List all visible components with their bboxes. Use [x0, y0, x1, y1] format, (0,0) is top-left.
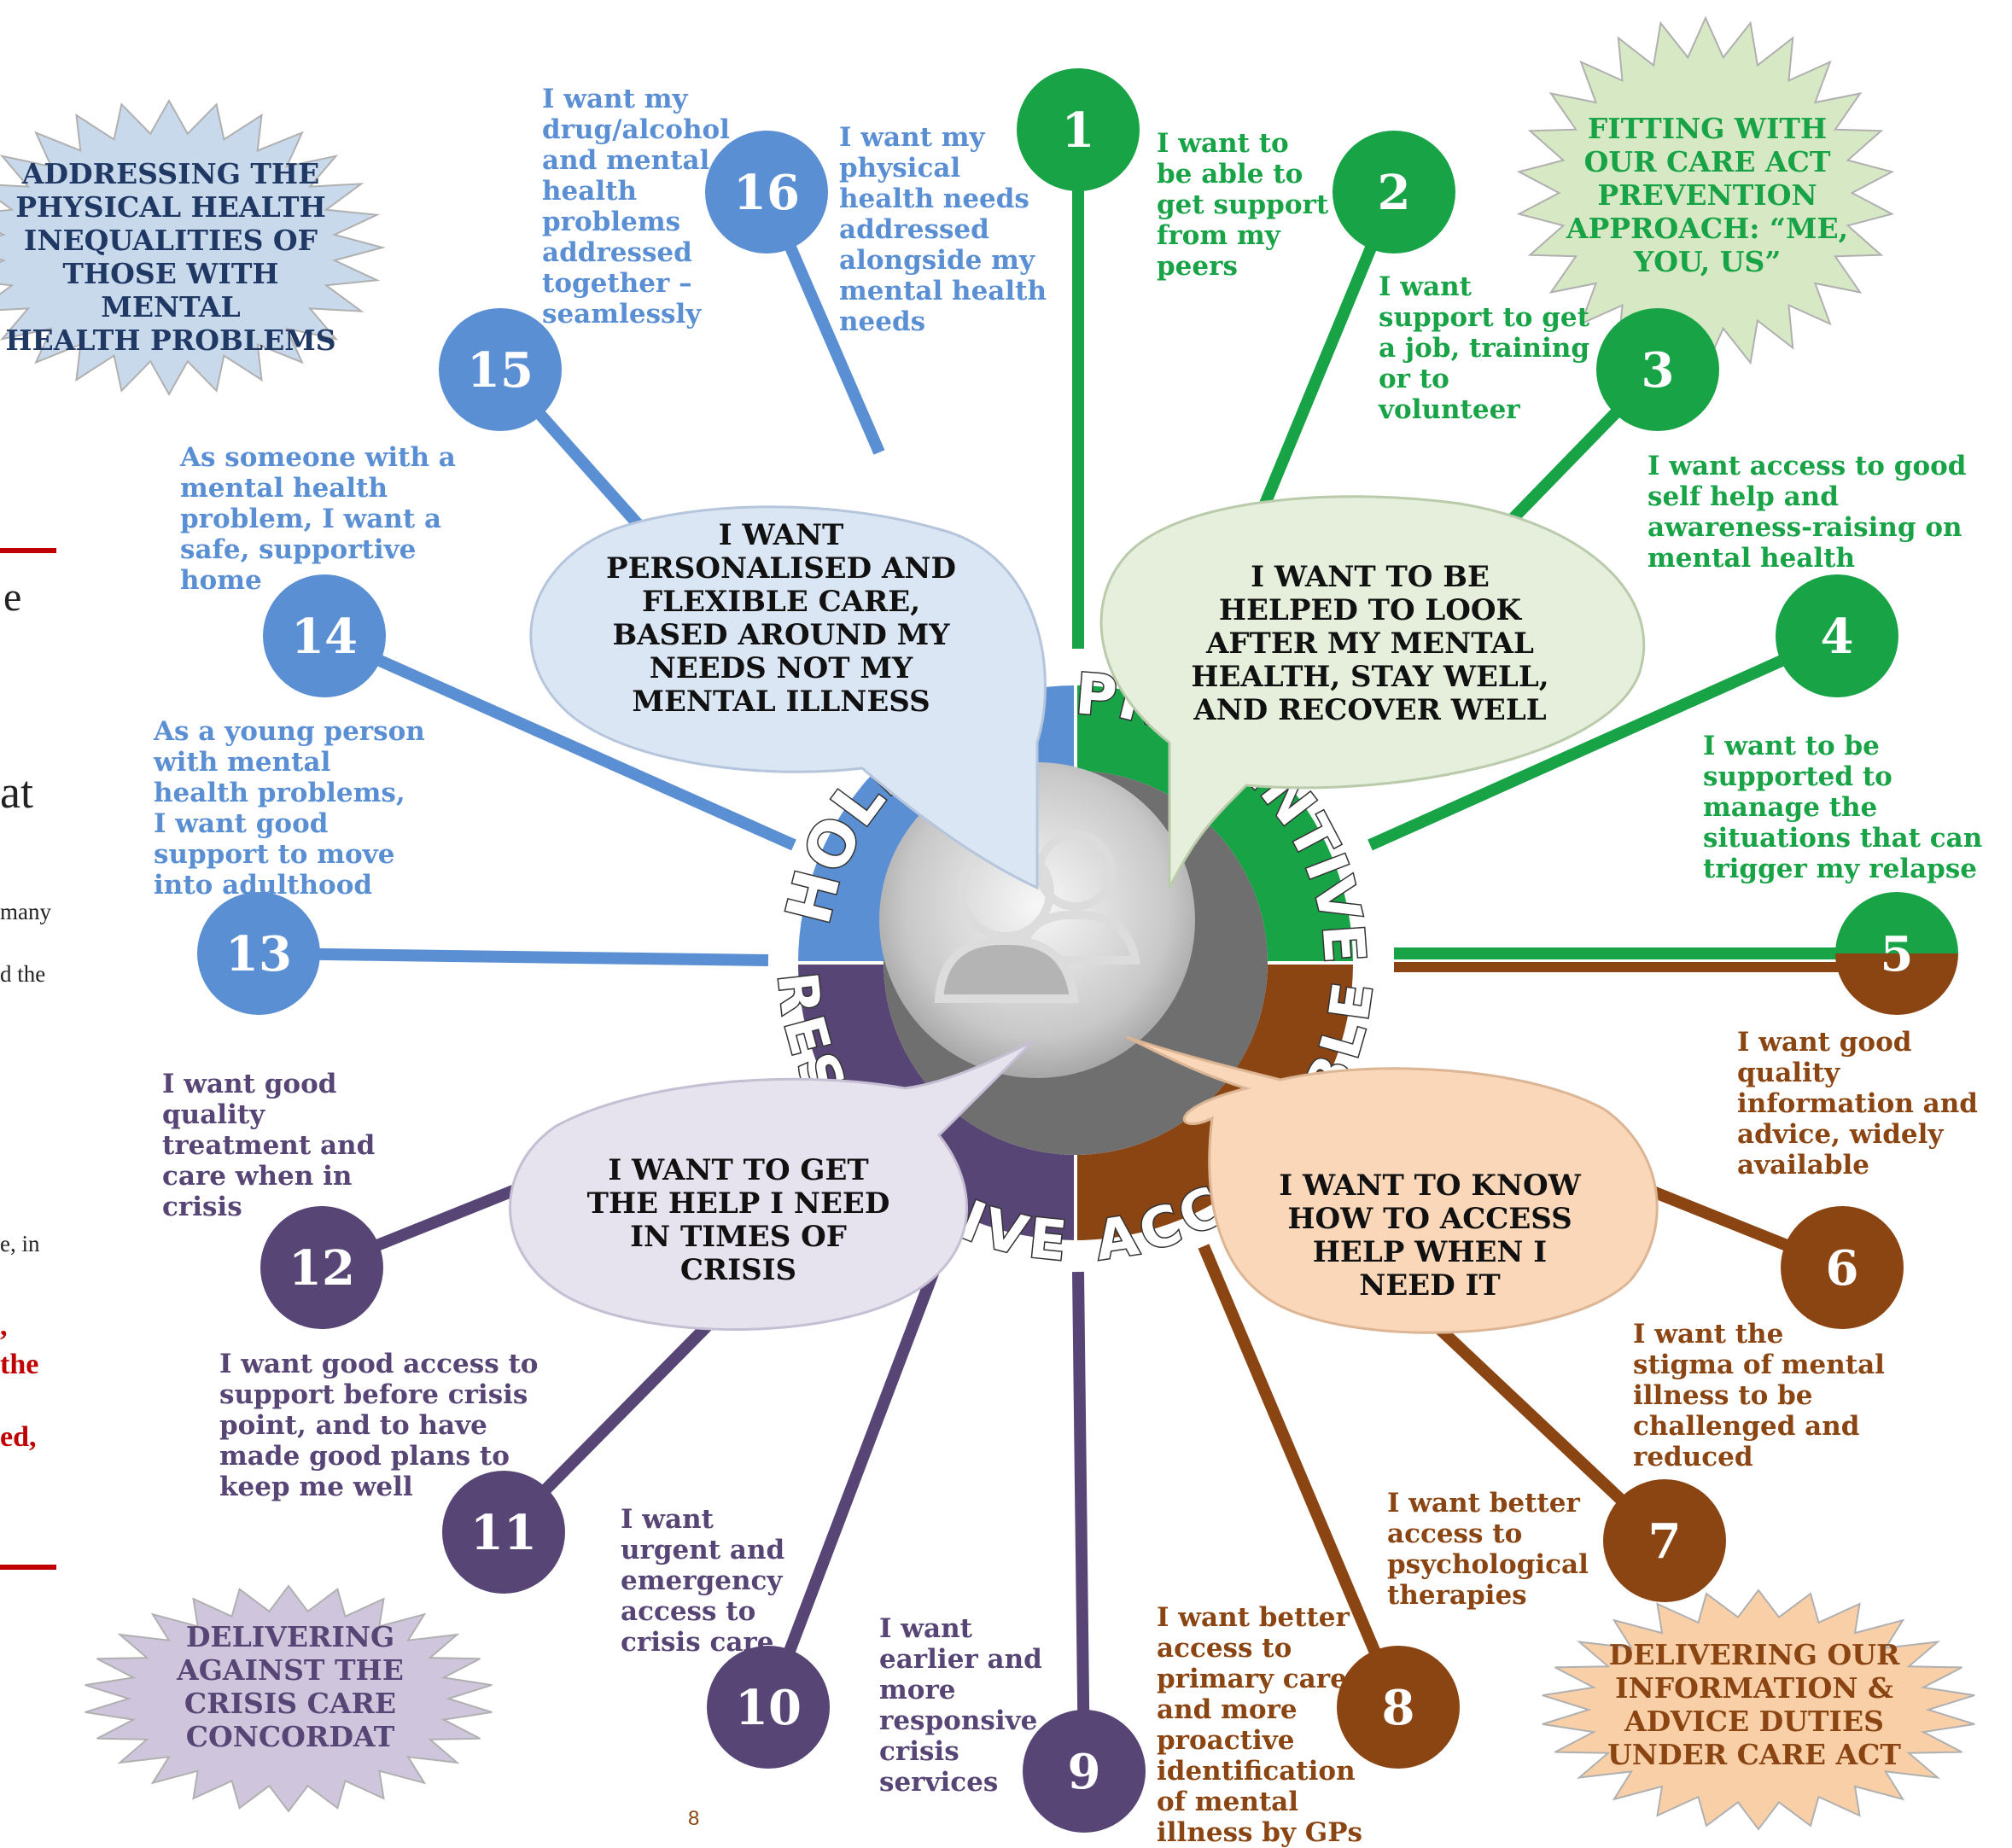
- starburst-4: [1542, 1589, 1975, 1831]
- bubble-access-help: [1126, 1035, 1659, 1334]
- spoke-line-10: [762, 1244, 949, 1710]
- number-label-13: 13: [225, 926, 292, 982]
- bubble-text-personalised-care: I WANT PERSONALISED AND FLEXIBLE CARE, B…: [606, 518, 956, 719]
- statement-9: I want better access to primary care and…: [1157, 1602, 1363, 1848]
- spoke-line-13: [258, 947, 769, 966]
- number-circle-4: 4: [1776, 574, 1898, 697]
- left-page-fragment-5: e, in: [0, 1231, 40, 1256]
- left-page-fragment-1: e: [3, 574, 22, 620]
- bubble-text-prevention: I WANT TO BE HELPED TO LOOK AFTER MY MEN…: [1191, 560, 1549, 727]
- statement-11: I want urgent and emergency access to cr…: [621, 1504, 785, 1658]
- spoke-line-4: [1368, 630, 1840, 851]
- left-page-fragment-7: the: [0, 1349, 39, 1380]
- number-label-14: 14: [291, 609, 358, 665]
- number-label-9: 9: [1068, 1744, 1101, 1800]
- statement-6: I want good quality information and advi…: [1737, 1027, 1978, 1181]
- number-label-11: 11: [470, 1505, 537, 1561]
- statement-12: I want good access to support before cri…: [219, 1349, 539, 1502]
- number-label-2: 2: [1378, 165, 1411, 221]
- number-circle-6: 6: [1781, 1206, 1904, 1329]
- number-circle-13: 13: [197, 892, 320, 1015]
- spoke-line-14: [322, 630, 796, 851]
- statement-2: I want support to get a job, training or…: [1379, 271, 1590, 425]
- number-label-7: 7: [1648, 1513, 1682, 1570]
- page-number: 8: [688, 1807, 700, 1830]
- starburst-text-crisis-concordat: DELIVERING AGAINST THE CRISIS CARE CONCO…: [177, 1620, 404, 1753]
- starburst-text-information-advice: DELIVERING OUR INFORMATION & ADVICE DUTI…: [1607, 1638, 1901, 1771]
- number-circle-14: 14: [263, 574, 386, 697]
- statement-3: I want access to good self help and awar…: [1648, 451, 1967, 574]
- statement-4: I want to be supported to manage the sit…: [1703, 731, 1983, 884]
- number-label-16: 16: [733, 165, 800, 221]
- number-label-6: 6: [1826, 1240, 1859, 1297]
- number-circle-8: 8: [1337, 1646, 1460, 1769]
- bubble-prevention: [1099, 495, 1646, 889]
- number-circle-10: 10: [707, 1646, 830, 1769]
- hub-segment-preventive: [1076, 685, 1353, 963]
- starburst-text-care-act-prevention: FITTING WITH OUR CARE ACT PREVENTION APP…: [1566, 112, 1849, 278]
- number-label-10: 10: [735, 1680, 802, 1736]
- bubble-text-access-help: I WANT TO KNOW HOW TO ACCESS HELP WHEN I…: [1279, 1169, 1581, 1303]
- number-circle-9: 9: [1023, 1710, 1146, 1833]
- statement-1: I want to be able to get support from my…: [1157, 128, 1329, 282]
- starbursts: [0, 15, 1975, 1831]
- starburst-1: [0, 98, 386, 397]
- number-label-3: 3: [1642, 342, 1675, 399]
- red-rule-bottom: [0, 1565, 56, 1570]
- left-page-fragment-2: at: [0, 767, 33, 818]
- number-label-15: 15: [467, 342, 534, 399]
- left-page-fragment-6: ,: [0, 1310, 8, 1342]
- starburst-text-physical-health: ADDRESSING THE PHYSICAL HEALTH INEQUALIT…: [5, 157, 336, 357]
- statement-8: I want better access to psychological th…: [1387, 1488, 1589, 1611]
- number-label-8: 8: [1382, 1680, 1415, 1736]
- number-circle-15: 15: [439, 308, 562, 431]
- statement-10: I want earlier and more responsive crisi…: [879, 1613, 1042, 1798]
- number-circle-12: 12: [260, 1206, 383, 1329]
- statement-7: I want the stigma of mental illness to b…: [1633, 1319, 1885, 1472]
- number-label-4: 4: [1821, 609, 1854, 665]
- left-page-fragment-3: many: [0, 899, 51, 924]
- left-page-fragment-4: d the: [0, 961, 46, 987]
- number-circle-2: 2: [1333, 131, 1455, 254]
- statement-16: I want my physical health needs addresse…: [839, 122, 1047, 337]
- bubble-personalised-care: [529, 505, 1047, 890]
- statement-drug-alcohol: I want my drug/alcohol and mental health…: [542, 84, 730, 329]
- statement-13: I want good quality treatment and care w…: [162, 1069, 376, 1222]
- bubble-text-crisis-help: I WANT TO GET THE HELP I NEED IN TIMES O…: [586, 1153, 890, 1287]
- statement-14: As a young person with mental health pro…: [154, 716, 425, 901]
- number-circle-5: 5: [1835, 892, 1958, 1015]
- number-label-1: 1: [1062, 102, 1095, 159]
- spoke-line-9: [1072, 1271, 1090, 1772]
- number-circle-11: 11: [442, 1471, 565, 1594]
- red-rule-top: [0, 548, 56, 553]
- spoke-line-8: [1198, 1244, 1404, 1710]
- number-circle-3: 3: [1596, 308, 1719, 431]
- speech-bubbles: [509, 495, 1659, 1334]
- number-label-5: 5: [1881, 926, 1914, 982]
- statement-15: As someone with a mental health problem,…: [180, 442, 456, 596]
- number-circle-7: 7: [1603, 1479, 1726, 1602]
- number-circle-16: 16: [705, 131, 828, 254]
- number-circle-1: 1: [1017, 68, 1140, 191]
- left-page-fragment-8: ed,: [0, 1421, 37, 1453]
- starburst-3: [85, 1584, 493, 1813]
- number-label-12: 12: [289, 1240, 355, 1297]
- bubble-crisis-help: [509, 1040, 1035, 1332]
